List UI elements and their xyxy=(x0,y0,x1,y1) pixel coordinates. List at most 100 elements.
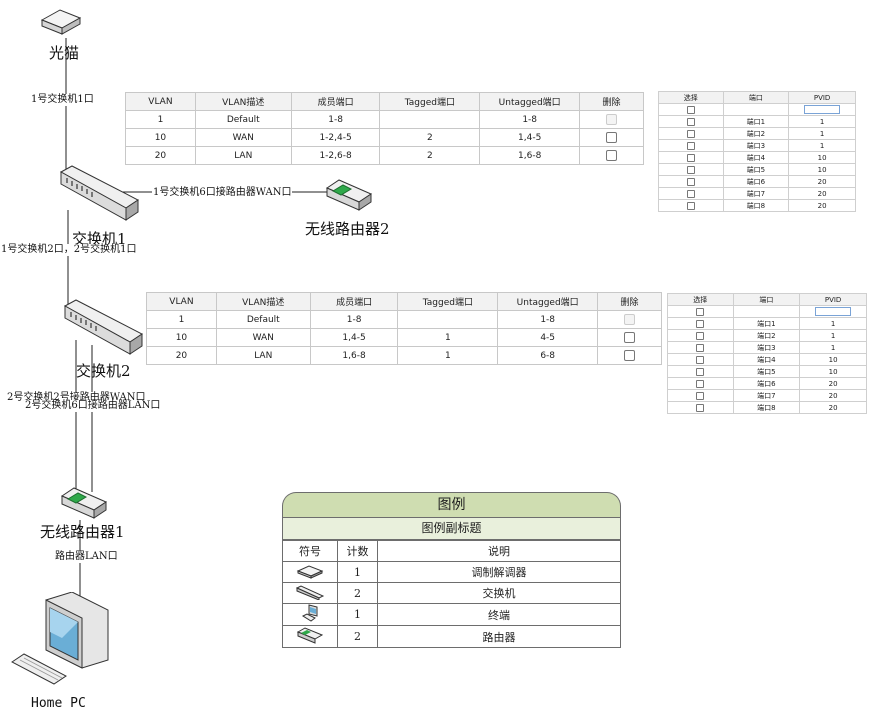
pvid-value: 20 xyxy=(788,199,856,212)
delete-checkbox[interactable] xyxy=(606,132,618,143)
pvid-input[interactable] xyxy=(804,105,841,114)
terminal-icon xyxy=(301,604,318,622)
select-checkbox[interactable] xyxy=(686,201,695,210)
select-checkbox[interactable] xyxy=(696,391,705,400)
legend-desc: 调制解调器 xyxy=(377,561,621,583)
link-label-switch1-router2: 1号交换机6口接路由器WAN口 xyxy=(152,187,293,199)
vlan-id: 1 xyxy=(146,310,217,329)
legend-row: 1 调制解调器 xyxy=(282,561,621,583)
vlan-id: 20 xyxy=(125,146,196,165)
pvid-value: 1 xyxy=(788,139,856,152)
vlan-desc: Default xyxy=(194,110,292,129)
select-checkbox[interactable] xyxy=(686,129,695,138)
table-row: 10 WAN 1-2,4-5 2 1,4-5 xyxy=(125,128,644,147)
legend-desc: 路由器 xyxy=(377,625,621,648)
select-checkbox[interactable] xyxy=(696,319,705,328)
vlan-desc: Default xyxy=(215,310,311,329)
pvid-value: 1 xyxy=(788,115,856,128)
untagged-ports: 4-5 xyxy=(497,328,599,347)
select-checkbox[interactable] xyxy=(686,117,695,126)
port-name: 端口2 xyxy=(722,127,790,140)
select-checkbox[interactable] xyxy=(686,141,695,150)
pvid-value: 1 xyxy=(799,341,867,354)
select-checkbox[interactable] xyxy=(686,165,695,174)
select-checkbox[interactable] xyxy=(686,177,695,186)
port-name: 端口2 xyxy=(732,329,801,342)
legend-symbol-header: 符号 xyxy=(282,540,338,562)
legend-count: 1 xyxy=(337,603,378,626)
select-checkbox[interactable] xyxy=(696,343,705,352)
router2-icon xyxy=(325,179,373,211)
legend-count: 1 xyxy=(337,561,378,583)
modem-label: 光猫 xyxy=(49,44,80,62)
link-label-switch1-switch2: 1号交换机2口，2号交换机1口 xyxy=(0,244,138,256)
vlan-desc: WAN xyxy=(194,128,292,147)
select-checkbox[interactable] xyxy=(696,355,705,364)
pvid-value: 1 xyxy=(799,329,867,342)
member-ports: 1,6-8 xyxy=(309,346,399,365)
switch1-icon xyxy=(59,165,139,221)
switch-icon xyxy=(295,584,325,601)
select-all-checkbox[interactable] xyxy=(696,307,705,316)
untagged-ports: 6-8 xyxy=(497,346,599,365)
select-all-checkbox[interactable] xyxy=(686,105,695,114)
pvid-value: 10 xyxy=(788,151,856,164)
switch2-icon xyxy=(63,299,143,355)
select-checkbox[interactable] xyxy=(696,367,705,376)
table-row: 1 Default 1-8 1-8 xyxy=(146,310,662,329)
select-checkbox[interactable] xyxy=(696,331,705,340)
untagged-ports-header: Untagged端口 xyxy=(497,292,599,311)
pvid-value: 1 xyxy=(788,127,856,140)
legend-desc: 交换机 xyxy=(377,582,621,604)
legend-table: 符号 计数 说明 1 调制解调器 2 交换机 xyxy=(282,540,621,648)
select-checkbox[interactable] xyxy=(686,189,695,198)
select-checkbox[interactable] xyxy=(696,379,705,388)
member-ports: 1-2,4-5 xyxy=(290,128,381,147)
legend-count-header: 计数 xyxy=(337,540,378,562)
link-label-switch2-router1-lan: 2号交换机6口接路由器LAN口 xyxy=(24,400,162,412)
home-pc-icon xyxy=(11,592,109,685)
switch2-label: 交换机2 xyxy=(76,362,131,380)
select-checkbox[interactable] xyxy=(696,403,705,412)
switch1-label: 交换机1 xyxy=(72,230,127,248)
delete-header: 删除 xyxy=(579,92,644,111)
select-checkbox[interactable] xyxy=(686,153,695,162)
link-label-router1-pc: 路由器LAN口 xyxy=(54,551,119,563)
delete-checkbox xyxy=(624,314,636,325)
pvid-input[interactable] xyxy=(815,307,852,316)
delete-checkbox[interactable] xyxy=(624,332,636,343)
member-ports: 1-8 xyxy=(309,310,399,329)
table-row: 10 WAN 1,4-5 1 4-5 xyxy=(146,328,662,347)
port-name: 端口8 xyxy=(722,199,790,212)
table-row xyxy=(658,103,856,116)
table-row xyxy=(667,305,867,318)
member-ports-header: 成员端口 xyxy=(290,92,381,111)
delete-checkbox[interactable] xyxy=(624,350,636,361)
tagged-ports: 1 xyxy=(397,346,499,365)
legend-desc: 终端 xyxy=(377,603,621,626)
table-row: 20 LAN 1,6-8 1 6-8 xyxy=(146,346,662,365)
vlan-desc-header: VLAN描述 xyxy=(215,292,311,311)
vlan-header: VLAN xyxy=(146,292,217,311)
home-pc-label: Home PC xyxy=(31,696,86,711)
legend: 图例 图例副标题 符号 计数 说明 1 调制解调器 xyxy=(282,492,621,648)
pvid-value: 10 xyxy=(788,163,856,176)
port-name: 端口3 xyxy=(732,341,801,354)
legend-row: 1 终端 xyxy=(282,603,621,626)
delete-header: 删除 xyxy=(597,292,662,311)
untagged-ports: 1-8 xyxy=(479,110,581,129)
pvid-value: 20 xyxy=(788,175,856,188)
modem-icon xyxy=(40,9,82,35)
pvid-value: 20 xyxy=(799,401,867,414)
tagged-ports-header: Tagged端口 xyxy=(379,92,481,111)
delete-checkbox[interactable] xyxy=(606,150,618,161)
